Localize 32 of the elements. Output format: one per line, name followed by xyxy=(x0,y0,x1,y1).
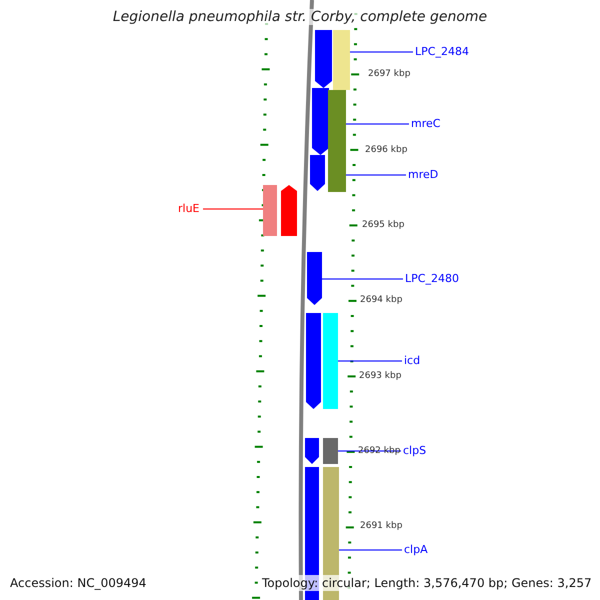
leader-line xyxy=(346,174,406,176)
gene-label: clpS xyxy=(403,444,426,458)
scale-label: 2695 kbp xyxy=(362,220,404,231)
gene-label: icd xyxy=(404,354,420,368)
scale-label: 2691 kbp xyxy=(360,521,402,532)
gene-block xyxy=(281,185,297,236)
footer-text: Accession: NC_009494 xyxy=(10,575,146,591)
leader-line xyxy=(322,278,404,280)
scale-label: 2694 kbp xyxy=(360,295,402,306)
gene-label: clpA xyxy=(404,543,428,557)
gene-bar xyxy=(328,90,346,192)
gene-block xyxy=(307,252,322,305)
gene-block xyxy=(315,30,332,88)
gene-bar xyxy=(263,185,277,236)
gene-label: mreD xyxy=(408,168,438,182)
gene-block xyxy=(305,438,319,464)
gene-bar xyxy=(323,313,338,409)
gene-label: mreC xyxy=(411,117,440,131)
gene-block xyxy=(310,155,325,191)
gene-bar xyxy=(323,438,338,464)
gene-label: LPC_2484 xyxy=(415,45,469,59)
gene-label: rluE xyxy=(178,202,200,216)
scale-label: 2696 kbp xyxy=(365,145,408,156)
gene-label: LPC_2480 xyxy=(405,272,459,286)
gene-bar xyxy=(333,30,350,90)
scale-label: 2693 kbp xyxy=(359,371,402,382)
scale-label: 2697 kbp xyxy=(368,69,410,80)
gene-block xyxy=(306,313,321,409)
leader-line xyxy=(338,360,402,362)
title: Legionella pneumophila str. Corby, complete genome xyxy=(112,9,488,25)
leader-line xyxy=(202,208,264,210)
footer-text: Topology: circular; Length: 3,576,470 bp; Genes: 3,257 xyxy=(262,575,592,591)
